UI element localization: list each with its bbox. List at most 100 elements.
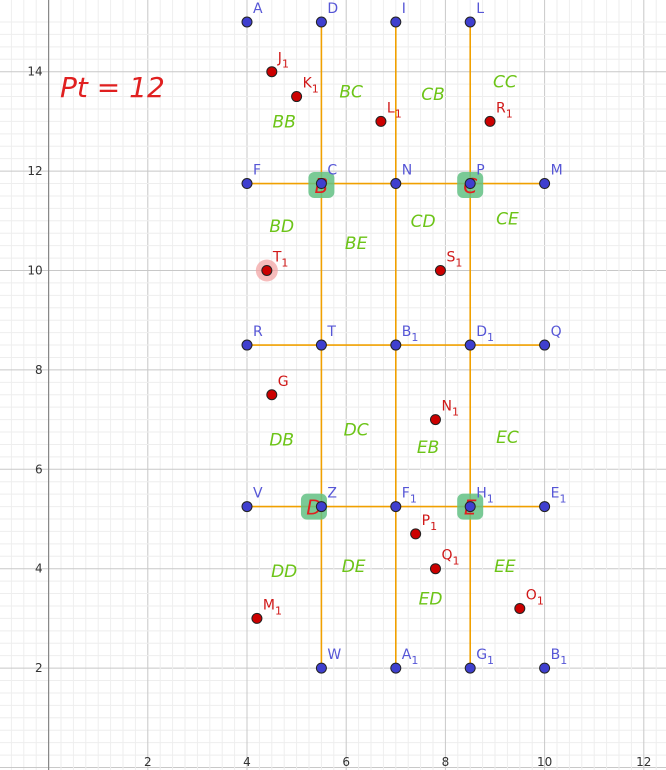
point-dot[interactable] xyxy=(464,16,476,28)
red-point-g[interactable]: G xyxy=(266,374,289,401)
point-label: N xyxy=(402,163,412,179)
blue-point-a[interactable]: A xyxy=(241,1,263,28)
red-point-l1[interactable]: L1 xyxy=(375,100,402,127)
point-dot[interactable] xyxy=(464,339,476,351)
blue-point-n[interactable]: N xyxy=(390,163,412,190)
region-label: BC xyxy=(339,83,363,103)
point-dot[interactable] xyxy=(241,178,253,190)
blue-point-p[interactable]: P xyxy=(464,163,485,190)
red-point-o1[interactable]: O1 xyxy=(514,587,544,614)
x-tick-label: 12 xyxy=(636,755,651,769)
point-label: G xyxy=(278,374,289,390)
point-label: D xyxy=(327,1,338,17)
point-dot[interactable] xyxy=(464,662,476,674)
point-label-subscript: 1 xyxy=(395,107,402,120)
point-dot[interactable] xyxy=(390,339,402,351)
point-dot[interactable] xyxy=(539,339,551,351)
point-dot[interactable] xyxy=(261,265,273,276)
red-point-n1[interactable]: N1 xyxy=(429,399,459,426)
point-dot[interactable] xyxy=(539,178,551,190)
blue-point-i[interactable]: I xyxy=(390,1,406,28)
blue-point-z[interactable]: Z xyxy=(315,486,337,513)
point-dot[interactable] xyxy=(514,602,526,614)
point-dot[interactable] xyxy=(390,178,402,190)
blue-point-r[interactable]: R xyxy=(241,324,263,351)
x-tick-label: 6 xyxy=(342,755,350,769)
point-dot[interactable] xyxy=(251,612,263,624)
point-dot[interactable] xyxy=(429,563,441,575)
point-label: F xyxy=(253,163,261,179)
point-dot[interactable] xyxy=(315,501,327,513)
red-point-m1[interactable]: M1 xyxy=(251,597,282,624)
red-point-r1[interactable]: R1 xyxy=(484,100,513,127)
point-dot[interactable] xyxy=(315,178,327,190)
point-dot[interactable] xyxy=(241,501,253,513)
point-dot[interactable] xyxy=(434,265,446,276)
point-dot[interactable] xyxy=(390,501,402,513)
blue-point-w[interactable]: W xyxy=(315,647,341,674)
point-label: L xyxy=(476,1,484,17)
blue-point-m[interactable]: M xyxy=(539,163,563,190)
point-label: B1 xyxy=(551,647,568,667)
region-label: EC xyxy=(496,428,519,448)
point-dot[interactable] xyxy=(429,414,441,426)
point-label: R1 xyxy=(496,100,513,120)
point-dot[interactable] xyxy=(315,662,327,674)
point-label: P1 xyxy=(422,513,437,533)
point-label-subscript: 1 xyxy=(453,555,460,568)
blue-point-f1[interactable]: F1 xyxy=(390,486,417,513)
region-label: DC xyxy=(344,421,369,441)
region-label: CD xyxy=(411,212,436,232)
point-dot[interactable] xyxy=(539,501,551,513)
point-dot[interactable] xyxy=(266,66,278,78)
blue-point-e1[interactable]: E1 xyxy=(539,486,567,513)
point-dot[interactable] xyxy=(390,16,402,28)
point-dot[interactable] xyxy=(539,662,551,674)
blue-point-v[interactable]: V xyxy=(241,486,263,513)
region-label: ED xyxy=(419,590,443,610)
point-dot[interactable] xyxy=(375,115,387,127)
x-tick-label: 8 xyxy=(442,755,450,769)
y-tick-label: 12 xyxy=(27,164,42,178)
blue-point-d[interactable]: D xyxy=(315,1,338,28)
blue-point-a1[interactable]: A1 xyxy=(390,647,419,674)
point-label: B1 xyxy=(402,324,419,344)
handwritten-annotation: Pt = 12 xyxy=(60,71,165,104)
point-label-subscript: 1 xyxy=(560,654,567,667)
point-label: Z xyxy=(327,486,337,502)
region-label: BE xyxy=(345,234,368,254)
region-label: EE xyxy=(494,557,516,577)
point-label: W xyxy=(327,647,341,663)
point-label-subscript: 1 xyxy=(487,654,494,667)
point-dot[interactable] xyxy=(390,662,402,674)
y-tick-label: 2 xyxy=(35,661,43,675)
blue-point-b1[interactable]: B1 xyxy=(539,647,568,674)
red-point-k1[interactable]: K1 xyxy=(291,76,319,103)
x-tick-label: 2 xyxy=(144,755,152,769)
red-point-j1[interactable]: J1 xyxy=(266,51,289,78)
point-dot[interactable] xyxy=(291,91,303,103)
blue-point-t[interactable]: T xyxy=(315,324,336,351)
blue-point-f[interactable]: F xyxy=(241,163,261,190)
point-dot[interactable] xyxy=(241,16,253,28)
point-label: Q1 xyxy=(441,548,459,568)
point-dot[interactable] xyxy=(464,178,476,190)
blue-point-l[interactable]: L xyxy=(464,1,484,28)
blue-point-q[interactable]: Q xyxy=(539,324,562,351)
blue-point-c[interactable]: C xyxy=(315,163,337,190)
point-dot[interactable] xyxy=(241,339,253,351)
point-dot[interactable] xyxy=(484,115,496,127)
point-dot[interactable] xyxy=(266,389,278,401)
point-label: D1 xyxy=(476,324,494,344)
point-dot[interactable] xyxy=(315,339,327,351)
region-label: EB xyxy=(417,438,439,458)
blue-point-b1[interactable]: B1 xyxy=(390,324,419,351)
red-point-t1[interactable]: T1 xyxy=(255,250,289,282)
point-label-subscript: 1 xyxy=(487,331,494,344)
point-dot[interactable] xyxy=(315,16,327,28)
point-label: N1 xyxy=(441,399,458,419)
point-dot[interactable] xyxy=(464,501,476,513)
point-dot[interactable] xyxy=(410,528,422,540)
point-label-subscript: 1 xyxy=(452,406,459,419)
